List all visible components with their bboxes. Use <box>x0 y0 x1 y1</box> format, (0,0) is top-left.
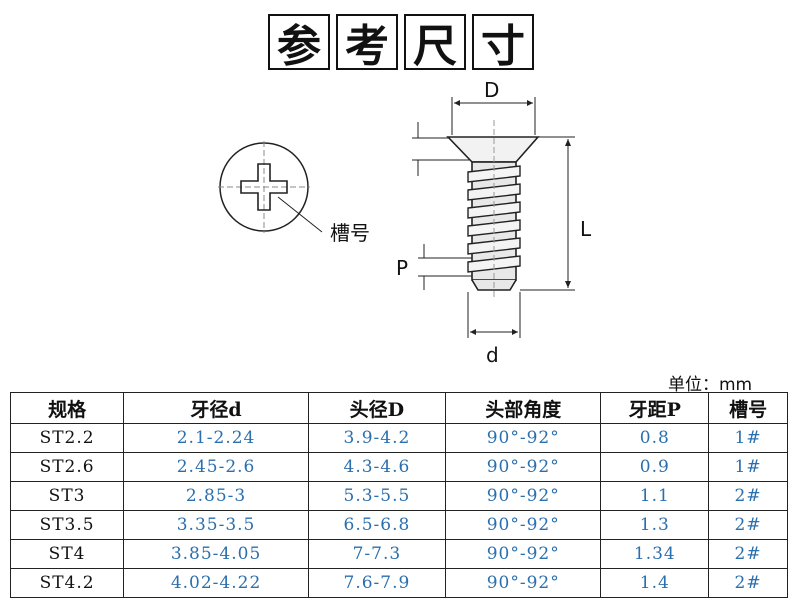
table-row: ST2.6 2.45-2.6 4.3-4.6 90°-92° 0.9 1# <box>9 452 788 482</box>
cell-head-diameter: 4.3-4.6 <box>307 452 446 482</box>
header-pitch: 牙距P <box>600 392 710 424</box>
cell-pitch: 1.3 <box>600 510 710 540</box>
label-D: D <box>484 78 499 102</box>
cell-head-diameter: 7-7.3 <box>307 539 446 569</box>
cell-head-angle: 90°-92° <box>444 539 602 569</box>
cell-thread-diameter: 3.85-4.05 <box>123 539 309 569</box>
cell-pitch: 0.9 <box>600 452 710 482</box>
label-d: d <box>486 343 499 367</box>
cell-model: ST4.2 <box>9 568 125 598</box>
cell-model: ST4 <box>9 539 125 569</box>
cell-slot: 2# <box>708 568 788 598</box>
title-char: 参 <box>268 14 330 72</box>
title-char: 考 <box>336 14 398 72</box>
table-row: ST2.2 2.1-2.24 3.9-4.2 90°-92° 0.8 1# <box>9 423 788 453</box>
cell-thread-diameter: 2.1-2.24 <box>123 423 309 453</box>
cell-head-angle: 90°-92° <box>444 510 602 540</box>
table-row: ST3 2.85-3 5.3-5.5 90°-92° 1.1 2# <box>9 481 788 511</box>
header-model: 规格 <box>9 392 125 424</box>
dimension-L <box>520 136 575 291</box>
header-slot: 槽号 <box>708 392 788 424</box>
dimension-d <box>467 292 521 338</box>
cell-pitch: 1.4 <box>600 568 710 598</box>
header-head-angle: 头部角度 <box>444 392 602 424</box>
page-title: 参 考 尺 寸 <box>268 14 540 72</box>
table-row: ST3.5 3.35-3.5 6.5-6.8 90°-92° 1.3 2# <box>9 510 788 540</box>
spec-table: 规格 牙径d 头径D 头部角度 牙距P 槽号 ST2.2 2.1-2.24 3.… <box>9 392 788 598</box>
cell-slot: 2# <box>708 481 788 511</box>
slot-label: 槽号 <box>330 221 370 245</box>
cell-head-angle: 90°-92° <box>444 452 602 482</box>
head-top-view <box>218 141 323 233</box>
cell-head-diameter: 7.6-7.9 <box>307 568 446 598</box>
cell-model: ST2.2 <box>9 423 125 453</box>
cell-head-angle: 90°-92° <box>444 568 602 598</box>
cell-pitch: 1.1 <box>600 481 710 511</box>
cell-head-diameter: 3.9-4.2 <box>307 423 446 453</box>
dimension-P <box>418 244 472 290</box>
phillips-cross-icon <box>240 163 288 211</box>
cell-pitch: 1.34 <box>600 539 710 569</box>
cell-model: ST3 <box>9 481 125 511</box>
label-P: P <box>396 256 408 280</box>
screw-side-view <box>446 120 540 300</box>
cell-slot: 1# <box>708 452 788 482</box>
title-char: 尺 <box>404 14 466 72</box>
cell-thread-diameter: 4.02-4.22 <box>123 568 309 598</box>
screw-diagram: 槽号 D L <box>218 78 592 367</box>
cell-thread-diameter: 2.85-3 <box>123 481 309 511</box>
cell-head-diameter: 5.3-5.5 <box>307 481 446 511</box>
title-char: 寸 <box>472 14 534 72</box>
header-thread-diameter: 牙径d <box>123 392 309 424</box>
cell-model: ST3.5 <box>9 510 125 540</box>
cell-slot: 2# <box>708 539 788 569</box>
cell-head-angle: 90°-92° <box>444 423 602 453</box>
label-L: L <box>580 217 592 241</box>
cell-head-angle: 90°-92° <box>444 481 602 511</box>
head-height-dimension <box>412 122 472 176</box>
cell-head-diameter: 6.5-6.8 <box>307 510 446 540</box>
table-header-row: 规格 牙径d 头径D 头部角度 牙距P 槽号 <box>9 392 788 424</box>
cell-slot: 2# <box>708 510 788 540</box>
cell-thread-diameter: 3.35-3.5 <box>123 510 309 540</box>
table-row: ST4.2 4.02-4.22 7.6-7.9 90°-92° 1.4 2# <box>9 568 788 598</box>
cell-slot: 1# <box>708 423 788 453</box>
table-row: ST4 3.85-4.05 7-7.3 90°-92° 1.34 2# <box>9 539 788 569</box>
cell-thread-diameter: 2.45-2.6 <box>123 452 309 482</box>
cell-model: ST2.6 <box>9 452 125 482</box>
unit-label: 单位：mm <box>668 375 753 395</box>
header-head-diameter: 头径D <box>307 392 446 424</box>
cell-pitch: 0.8 <box>600 423 710 453</box>
dimension-D <box>451 97 536 135</box>
